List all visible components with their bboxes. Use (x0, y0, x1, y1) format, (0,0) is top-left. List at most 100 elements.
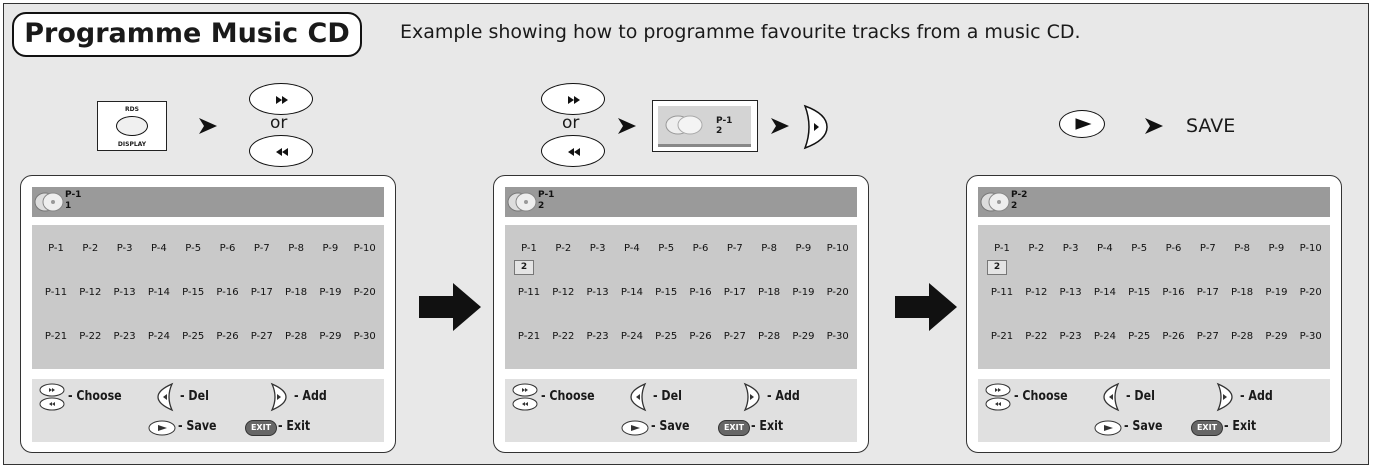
program-slot[interactable]: P-1 (994, 243, 1010, 254)
program-slot[interactable]: P-19 (1265, 287, 1288, 298)
program-slot[interactable]: P-10 (826, 243, 849, 254)
program-slot[interactable]: P-13 (113, 287, 136, 298)
program-slot[interactable]: P-3 (116, 243, 133, 254)
program-slot[interactable]: P-15 (1128, 287, 1151, 298)
program-slot[interactable]: P-24 (1093, 331, 1116, 342)
program-slot[interactable]: P-11 (44, 287, 68, 298)
program-slot[interactable]: P-15 (182, 287, 205, 298)
left-key-icon (628, 382, 648, 416)
program-slot[interactable]: P-1 (48, 243, 64, 254)
program-slot[interactable]: P-22 (1025, 331, 1048, 342)
program-slot[interactable]: P-26 (216, 331, 239, 342)
program-slot[interactable]: P-27 (1196, 331, 1219, 342)
program-slot[interactable]: P-12 (1025, 287, 1048, 298)
program-slot[interactable]: P-25 (1128, 331, 1151, 342)
program-slot[interactable]: P-7 (726, 243, 743, 254)
program-slot[interactable]: P-15 (655, 287, 678, 298)
program-slot[interactable]: P-7 (253, 243, 270, 254)
program-slot[interactable]: P-22 (552, 331, 575, 342)
program-slot[interactable]: P-9 (1268, 243, 1285, 254)
program-slot[interactable]: P-19 (319, 287, 342, 298)
program-slot[interactable]: P-26 (1162, 331, 1185, 342)
program-slot[interactable]: P-2 (1028, 243, 1045, 254)
right-button-icon (803, 104, 828, 150)
program-slot[interactable]: P-4 (151, 243, 167, 254)
program-slot[interactable]: P-18 (758, 287, 781, 298)
program-slot[interactable]: P-12 (79, 287, 102, 298)
program-slot[interactable]: P-2 (82, 243, 99, 254)
program-slot[interactable]: P-16 (1162, 287, 1185, 298)
program-slot[interactable]: P-10 (1299, 243, 1322, 254)
program-slot[interactable]: P-20 (1299, 287, 1322, 298)
program-slot[interactable]: P-12 (552, 287, 575, 298)
program-slot[interactable]: P-18 (285, 287, 308, 298)
program-slot[interactable]: P-5 (1131, 243, 1148, 254)
program-slot[interactable]: P-21 (44, 331, 68, 342)
program-slot[interactable]: P-18 (1231, 287, 1254, 298)
program-slot[interactable]: P-4 (624, 243, 640, 254)
program-slot[interactable]: P-24 (620, 331, 643, 342)
program-slot[interactable]: P-25 (655, 331, 678, 342)
program-slot[interactable]: P-17 (723, 287, 746, 298)
program-slot[interactable]: P-9 (795, 243, 812, 254)
program-slot[interactable]: P-14 (620, 287, 643, 298)
program-slot[interactable]: P-29 (792, 331, 815, 342)
program-slot[interactable]: P-8 (761, 243, 777, 254)
program-slot[interactable]: P-14 (147, 287, 170, 298)
program-slot[interactable]: P-10 (353, 243, 376, 254)
program-slot[interactable]: P-21 (517, 331, 541, 342)
program-slot[interactable]: P-4 (1097, 243, 1113, 254)
program-slot[interactable]: P-28 (285, 331, 308, 342)
program-slot[interactable]: P-30 (826, 331, 849, 342)
legend-choose: - Choose (68, 389, 122, 404)
program-slot[interactable]: P-21 (990, 331, 1014, 342)
program-slot[interactable]: P-1 (521, 243, 537, 254)
program-slot[interactable]: P-7 (1199, 243, 1216, 254)
program-slot[interactable]: P-11 (517, 287, 541, 298)
program-slot[interactable]: P-11 (990, 287, 1014, 298)
program-slot[interactable]: P-3 (589, 243, 606, 254)
program-slot[interactable]: P-23 (1059, 331, 1082, 342)
program-slot[interactable]: P-6 (692, 243, 709, 254)
legend-exit: - Exit (1224, 419, 1257, 434)
program-slot[interactable]: P-27 (250, 331, 273, 342)
program-slot[interactable]: P-20 (826, 287, 849, 298)
step-arrow-icon (1145, 118, 1163, 134)
program-slot[interactable]: P-28 (1231, 331, 1254, 342)
program-slot[interactable]: P-26 (689, 331, 712, 342)
or-text: or (270, 113, 288, 133)
program-slot[interactable]: P-9 (322, 243, 339, 254)
program-slot[interactable]: P-28 (758, 331, 781, 342)
program-slot[interactable]: P-13 (1059, 287, 1082, 298)
program-slot[interactable]: P-27 (723, 331, 746, 342)
program-slot[interactable]: P-5 (185, 243, 202, 254)
program-slot[interactable]: P-16 (689, 287, 712, 298)
rds-display-key-icon: RDS DISPLAY (97, 101, 167, 151)
program-slot[interactable]: P-2 (555, 243, 572, 254)
program-slot[interactable]: P-24 (147, 331, 170, 342)
program-slot[interactable]: P-25 (182, 331, 205, 342)
program-slot[interactable]: P-16 (216, 287, 239, 298)
program-slot[interactable]: P-8 (1234, 243, 1250, 254)
legend-save: - Save (651, 419, 690, 434)
program-slot[interactable]: P-22 (79, 331, 102, 342)
program-slot[interactable]: P-8 (288, 243, 304, 254)
program-slot[interactable]: P-6 (219, 243, 236, 254)
program-slot[interactable]: P-17 (250, 287, 273, 298)
program-slot[interactable]: P-30 (353, 331, 376, 342)
program-slot[interactable]: P-23 (113, 331, 136, 342)
program-slot[interactable]: P-6 (1165, 243, 1182, 254)
program-slot[interactable]: P-20 (353, 287, 376, 298)
program-slot[interactable]: P-23 (586, 331, 609, 342)
program-slot[interactable]: P-13 (586, 287, 609, 298)
program-slot[interactable]: P-29 (1265, 331, 1288, 342)
program-slot[interactable]: P-29 (319, 331, 342, 342)
program-slot[interactable]: P-5 (658, 243, 675, 254)
program-slot[interactable]: P-17 (1196, 287, 1219, 298)
program-slot[interactable]: P-3 (1062, 243, 1079, 254)
track-number: 1 (65, 201, 72, 211)
program-slot[interactable]: P-19 (792, 287, 815, 298)
program-slot[interactable]: P-14 (1093, 287, 1116, 298)
program-slot[interactable]: P-30 (1299, 331, 1322, 342)
